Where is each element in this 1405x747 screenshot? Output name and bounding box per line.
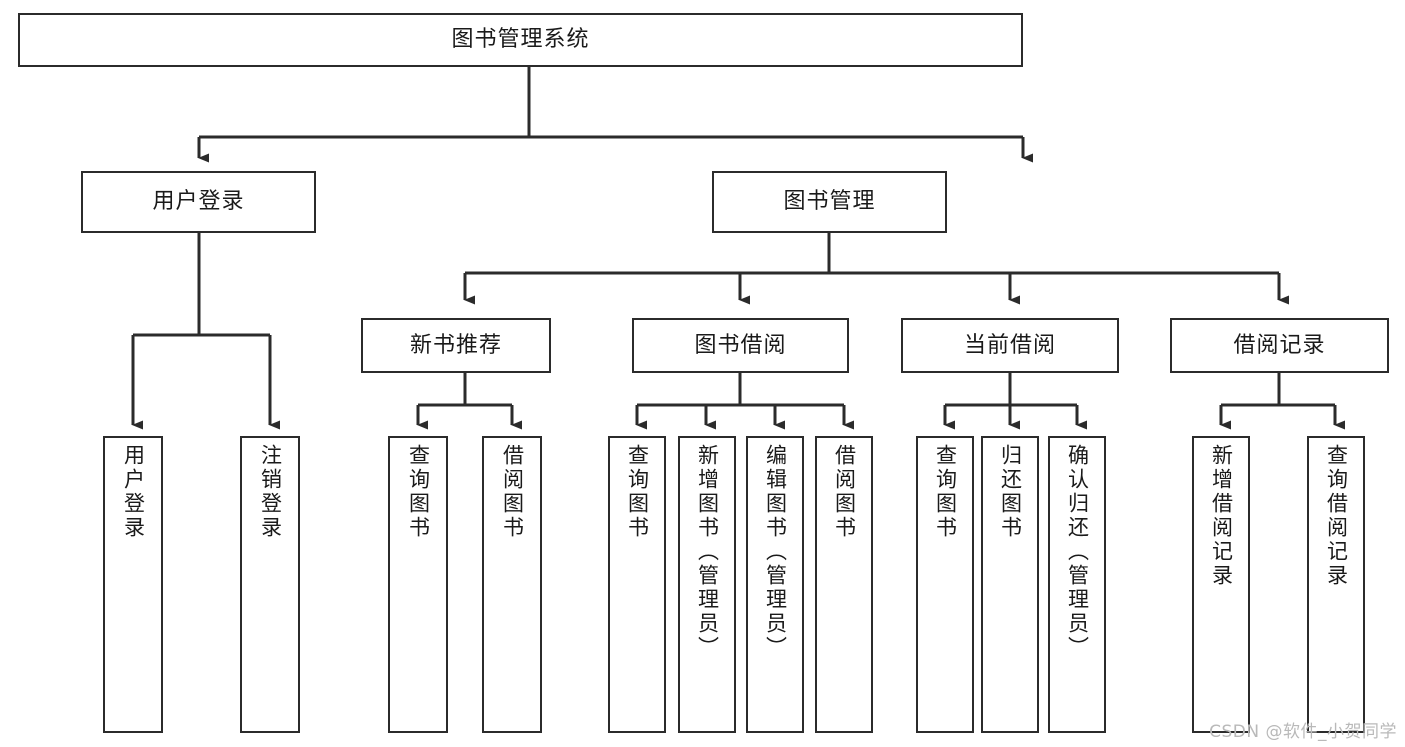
node-root-book-management-system[interactable]: 图书管理系统	[18, 13, 1023, 67]
node-label: 查询借阅记录	[1324, 444, 1349, 588]
node-user-login[interactable]: 用户登录	[81, 171, 316, 233]
leaf-node-add-borrow-record[interactable]: 新增借阅记录	[1192, 436, 1250, 733]
node-label: 查询图书	[406, 444, 431, 540]
node-label: 用户登录	[121, 444, 146, 540]
watermark-text: CSDN @软件_小贺同学	[1209, 722, 1397, 742]
node-label: 编辑图书（管理员）	[763, 444, 788, 660]
node-label: 借阅图书	[832, 444, 857, 540]
node-label: 新增借阅记录	[1209, 444, 1234, 588]
leaf-node-user-login[interactable]: 用户登录	[103, 436, 163, 733]
node-label: 注销登录	[258, 444, 283, 540]
leaf-node-query-borrow-record[interactable]: 查询借阅记录	[1307, 436, 1365, 733]
leaf-node-borrow-book-new[interactable]: 借阅图书	[482, 436, 542, 733]
leaf-node-query-book-borrow[interactable]: 查询图书	[608, 436, 666, 733]
leaf-node-add-book-admin[interactable]: 新增图书（管理员）	[678, 436, 736, 733]
node-current-borrowing[interactable]: 当前借阅	[901, 318, 1119, 373]
node-label: 用户登录	[152, 189, 245, 215]
node-label: 确认归还（管理员）	[1065, 444, 1090, 660]
leaf-node-borrow-book[interactable]: 借阅图书	[815, 436, 873, 733]
leaf-node-query-book-current[interactable]: 查询图书	[916, 436, 974, 733]
node-label: 查询图书	[625, 444, 650, 540]
leaf-node-query-book-new[interactable]: 查询图书	[388, 436, 448, 733]
leaf-node-return-book[interactable]: 归还图书	[981, 436, 1039, 733]
node-label: 新书推荐	[409, 332, 502, 358]
node-label: 归还图书	[998, 444, 1023, 540]
node-borrowing-records[interactable]: 借阅记录	[1170, 318, 1389, 373]
node-label: 图书管理系统	[451, 27, 590, 53]
leaf-node-logout[interactable]: 注销登录	[240, 436, 300, 733]
node-label: 借阅图书	[500, 444, 525, 540]
node-label: 查询图书	[933, 444, 958, 540]
leaf-node-edit-book-admin[interactable]: 编辑图书（管理员）	[746, 436, 804, 733]
node-book-borrowing[interactable]: 图书借阅	[632, 318, 849, 373]
node-label: 图书借阅	[694, 332, 787, 358]
node-label: 新增图书（管理员）	[695, 444, 720, 660]
node-label: 借阅记录	[1233, 332, 1326, 358]
leaf-node-confirm-return-admin[interactable]: 确认归还（管理员）	[1048, 436, 1106, 733]
node-label: 图书管理	[783, 189, 876, 215]
node-new-book-recommendation[interactable]: 新书推荐	[361, 318, 551, 373]
node-book-management[interactable]: 图书管理	[712, 171, 947, 233]
node-label: 当前借阅	[963, 332, 1056, 358]
